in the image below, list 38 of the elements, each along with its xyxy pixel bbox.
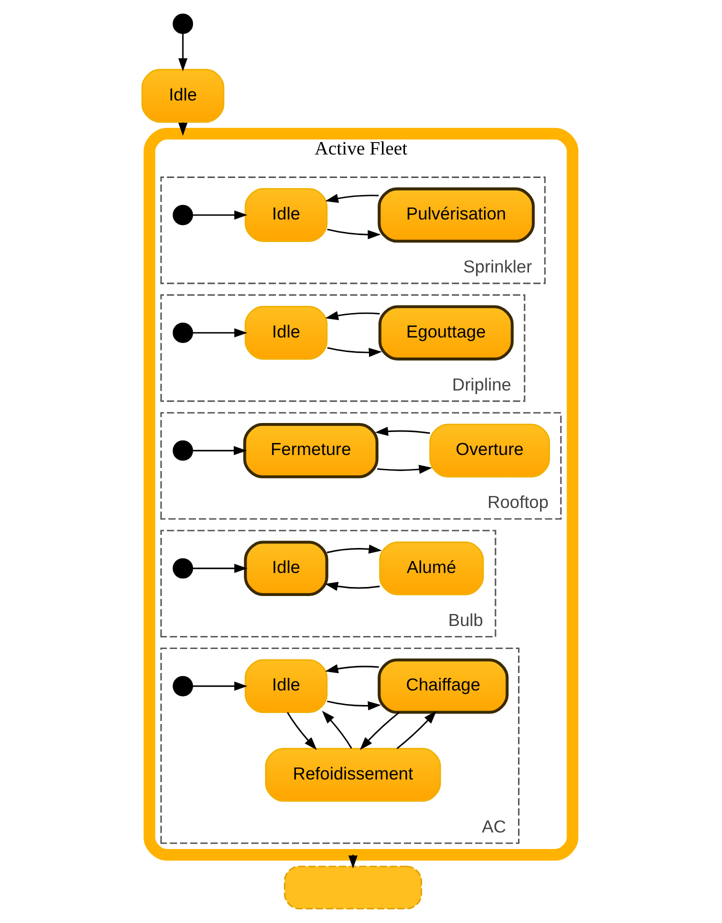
arrow xyxy=(192,446,247,456)
node-box: Idle xyxy=(244,188,328,242)
node-box xyxy=(284,866,422,910)
node-circle xyxy=(172,204,194,226)
node-box: Egouttage xyxy=(378,305,514,360)
arrow xyxy=(192,564,248,573)
arrow xyxy=(286,712,317,750)
node-circle xyxy=(172,440,194,461)
arrow xyxy=(192,682,248,691)
arrow xyxy=(325,194,379,203)
arrow xyxy=(324,582,380,591)
arrow xyxy=(326,544,382,554)
arrow xyxy=(325,311,380,320)
arrow xyxy=(322,710,352,749)
arrow xyxy=(192,210,248,220)
arrow xyxy=(327,228,381,240)
arrow xyxy=(396,710,437,750)
arrow xyxy=(178,34,188,72)
node-circle xyxy=(172,558,194,579)
node-box: Idle xyxy=(244,659,328,714)
arrow xyxy=(377,464,432,474)
node-box: Idle xyxy=(244,540,328,596)
arrow xyxy=(327,700,382,710)
node-box: Overture xyxy=(429,424,550,478)
arrow xyxy=(325,664,379,674)
arrow xyxy=(327,347,382,358)
node-circle xyxy=(172,322,194,343)
arrow xyxy=(192,328,248,338)
node-box: Refoidissement xyxy=(265,748,441,802)
node-circle xyxy=(172,676,194,696)
node-box: Alumé xyxy=(379,541,484,596)
node-circle xyxy=(172,14,194,34)
node-box: Chaiffage xyxy=(378,658,509,714)
node-box: Idle xyxy=(244,306,328,360)
arrow xyxy=(360,712,400,750)
arrow xyxy=(375,426,430,436)
node-box: Fermeture xyxy=(243,422,378,478)
node-box: Pulvérisation xyxy=(378,187,535,243)
